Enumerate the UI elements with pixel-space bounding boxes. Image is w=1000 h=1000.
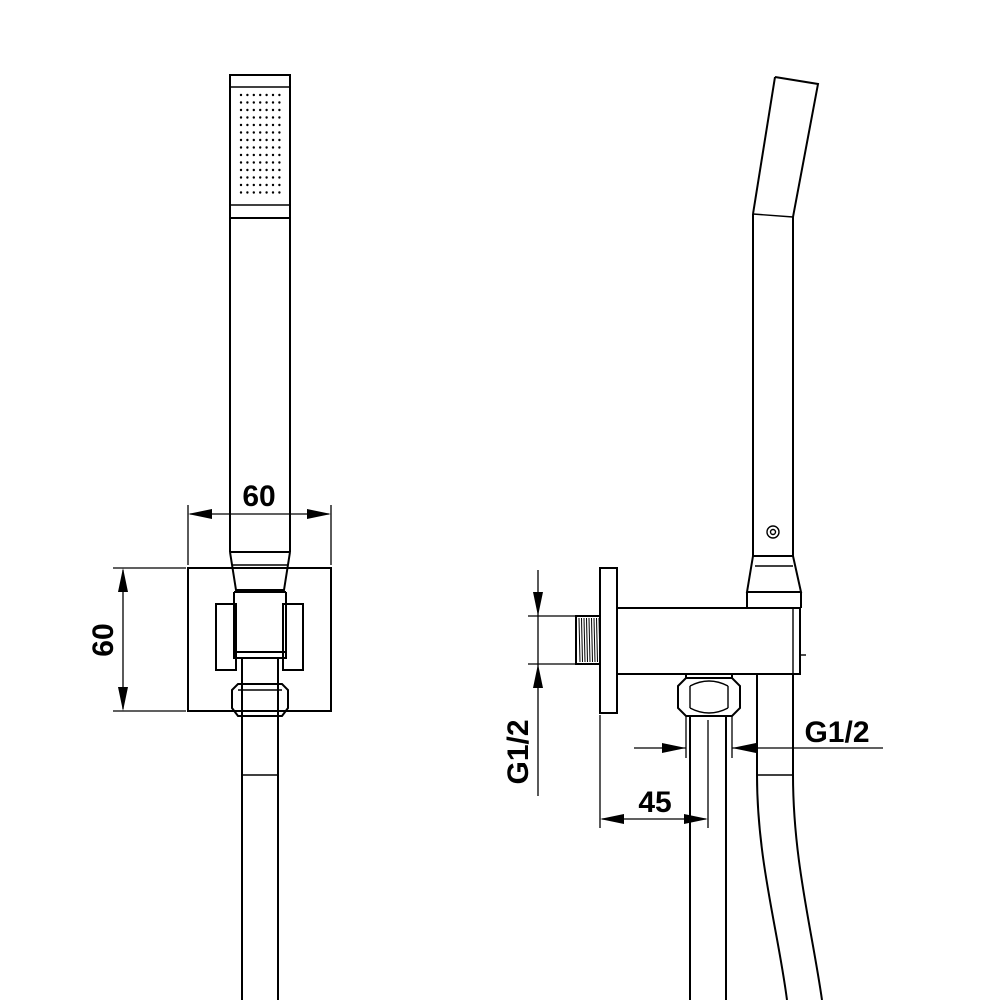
front-height-dimension bbox=[113, 567, 186, 712]
side-projection-dimension bbox=[599, 715, 709, 828]
side-outlet-thread-label: G1/2 bbox=[804, 716, 869, 749]
side-inlet-dimension bbox=[528, 570, 576, 796]
side-outlet-nut bbox=[677, 674, 741, 717]
side-wall-flange bbox=[599, 567, 618, 714]
front-width-dimension bbox=[187, 505, 332, 565]
side-outlet-dimension bbox=[634, 716, 883, 758]
side-view bbox=[528, 76, 883, 1000]
spray-nozzles bbox=[239, 93, 281, 194]
inlet-threads bbox=[578, 617, 601, 663]
front-shower-head bbox=[229, 74, 291, 219]
front-view bbox=[113, 74, 332, 1000]
front-wall-plate bbox=[187, 567, 332, 712]
front-holder bbox=[215, 591, 304, 680]
front-handle bbox=[229, 218, 291, 591]
side-holder-arm bbox=[616, 592, 806, 675]
side-inlet-thread-label: G1/2 bbox=[502, 719, 535, 784]
side-outlet-hose bbox=[689, 716, 727, 1000]
front-width-label: 60 bbox=[242, 480, 275, 513]
side-shower-body bbox=[745, 76, 820, 593]
side-projection-label: 45 bbox=[638, 786, 671, 819]
front-height-label: 60 bbox=[87, 623, 120, 656]
side-shower-hose bbox=[756, 674, 823, 1000]
front-hose bbox=[241, 680, 279, 1000]
side-threaded-inlet bbox=[575, 615, 601, 665]
front-hose-nut bbox=[231, 683, 289, 717]
